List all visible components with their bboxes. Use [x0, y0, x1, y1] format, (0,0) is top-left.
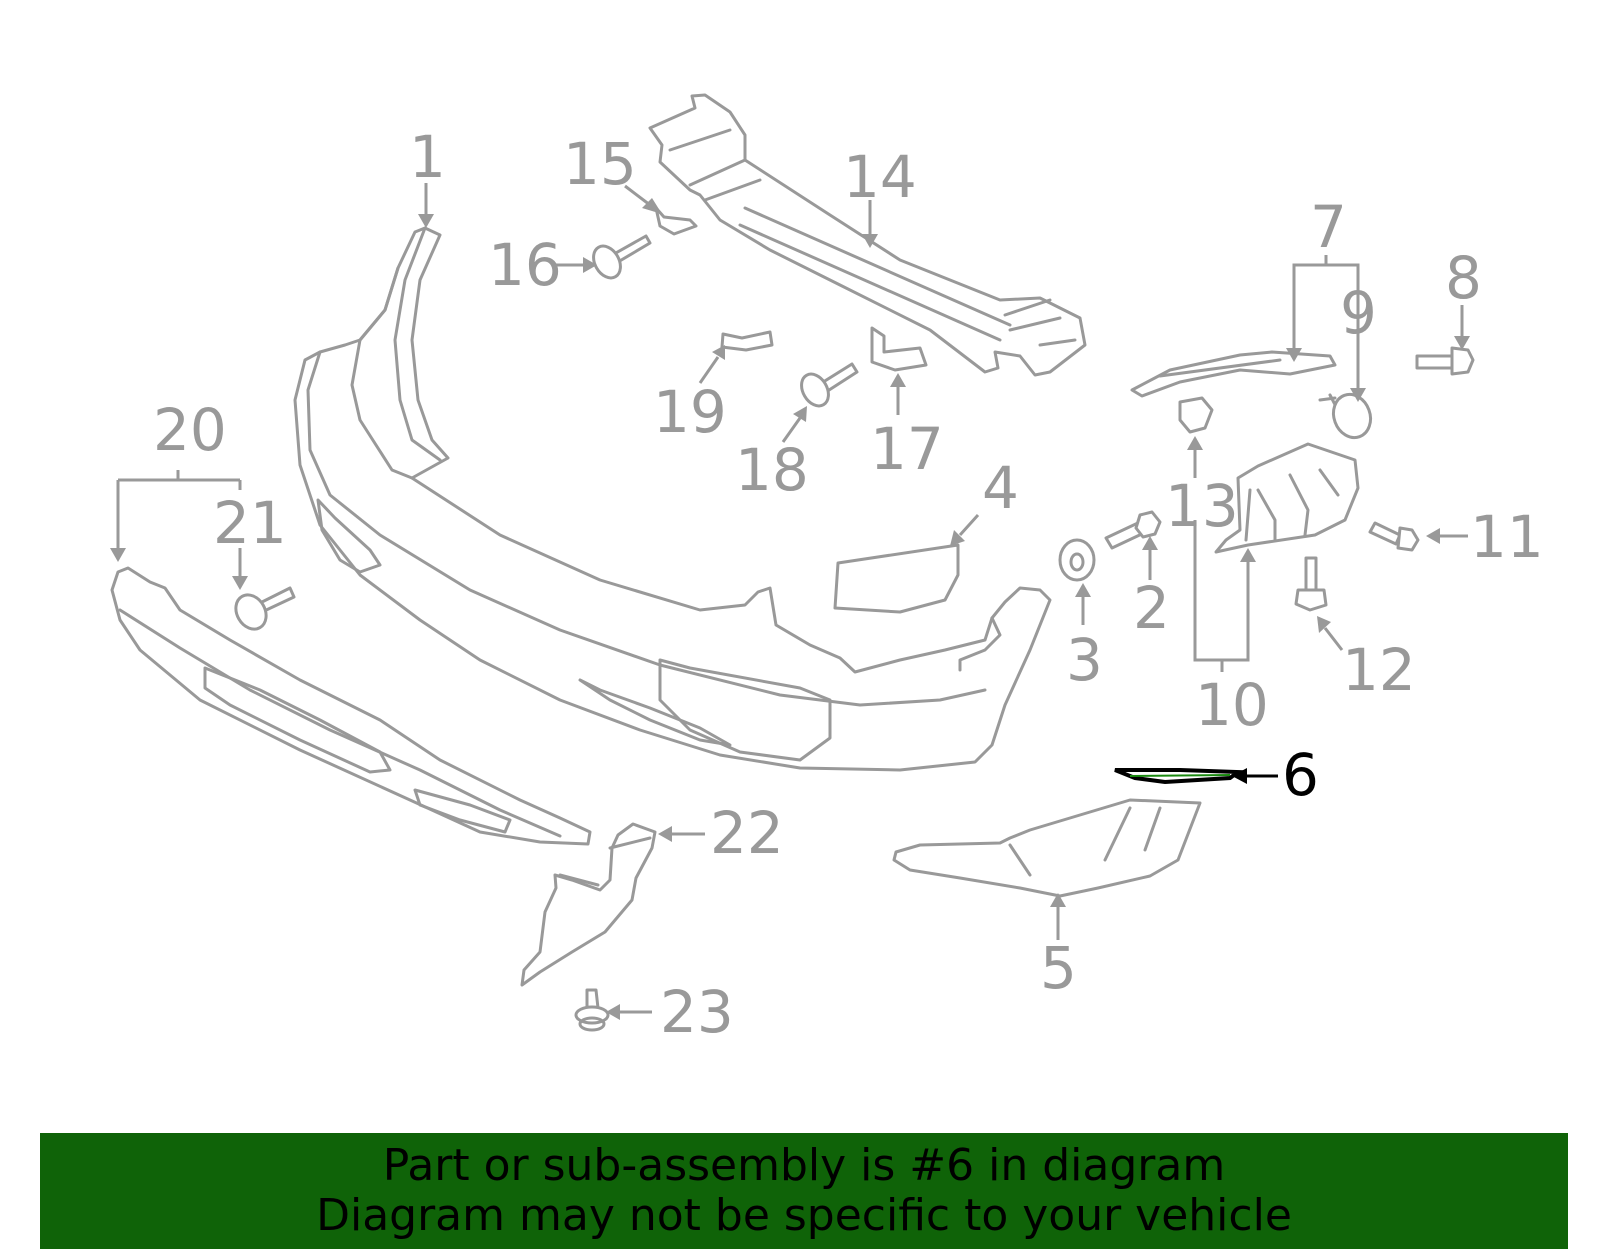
callout-21: 21 — [213, 489, 287, 557]
callout-16: 16 — [488, 231, 562, 299]
banner-line-2: Diagram may not be specific to your vehi… — [316, 1190, 1292, 1241]
callout-10: 10 — [1195, 671, 1269, 739]
part-8-bolt — [1415, 346, 1475, 376]
callout-9: 9 — [1340, 279, 1377, 347]
part-17-bracket — [870, 326, 928, 372]
banner-line-1: Part or sub-assembly is #6 in diagram — [382, 1140, 1226, 1191]
callout-6: 6 — [1282, 741, 1319, 809]
part-1-bumper-cover — [293, 226, 1052, 772]
part-19-clip — [720, 330, 774, 352]
part-12-bolt — [1294, 556, 1328, 612]
callout-13: 13 — [1165, 472, 1239, 540]
part-5-splash-shield — [892, 798, 1202, 898]
callout-5: 5 — [1040, 934, 1077, 1002]
callout-17: 17 — [870, 415, 944, 483]
info-banner: Part or sub-assembly is #6 in diagram Di… — [40, 1133, 1568, 1249]
callout-7: 7 — [1310, 193, 1347, 261]
part-22-bracket — [520, 822, 657, 987]
callout-12: 12 — [1342, 636, 1416, 704]
callout-19: 19 — [653, 378, 727, 446]
callout-labels: 1 15 16 14 19 18 17 4 3 2 13 10 7 9 8 11… — [153, 123, 1544, 1046]
part-2-bolt — [1104, 510, 1162, 550]
leader-lines — [110, 183, 1470, 1020]
part-23-clip — [574, 988, 610, 1032]
callout-1: 1 — [409, 123, 446, 191]
part-10-bracket — [1214, 442, 1360, 554]
part-13-nut — [1178, 396, 1214, 434]
part-11-bolt — [1368, 521, 1420, 552]
part-3-washer — [1058, 538, 1096, 582]
callout-20: 20 — [153, 396, 227, 464]
callout-14: 14 — [843, 143, 917, 211]
part-7-bracket — [1130, 350, 1337, 398]
part-9-grommet — [1318, 392, 1373, 440]
callout-2: 2 — [1133, 574, 1170, 642]
part-14-reinforcement-beam — [648, 93, 1087, 377]
callout-4: 4 — [982, 454, 1019, 522]
callout-3: 3 — [1066, 626, 1103, 694]
callout-15: 15 — [563, 130, 637, 198]
callout-23: 23 — [660, 978, 734, 1046]
callout-22: 22 — [710, 799, 784, 867]
callout-18: 18 — [735, 436, 809, 504]
part-21-screw — [234, 586, 296, 631]
part-15-clip — [654, 206, 698, 236]
part-6-highlighted-strip — [1114, 768, 1244, 785]
part-20-lower-valance — [110, 566, 592, 846]
callout-8: 8 — [1445, 244, 1482, 312]
part-4-panel — [833, 543, 960, 614]
part-18-screw — [800, 362, 859, 408]
part-16-screw — [592, 234, 652, 280]
callout-11: 11 — [1470, 503, 1544, 571]
